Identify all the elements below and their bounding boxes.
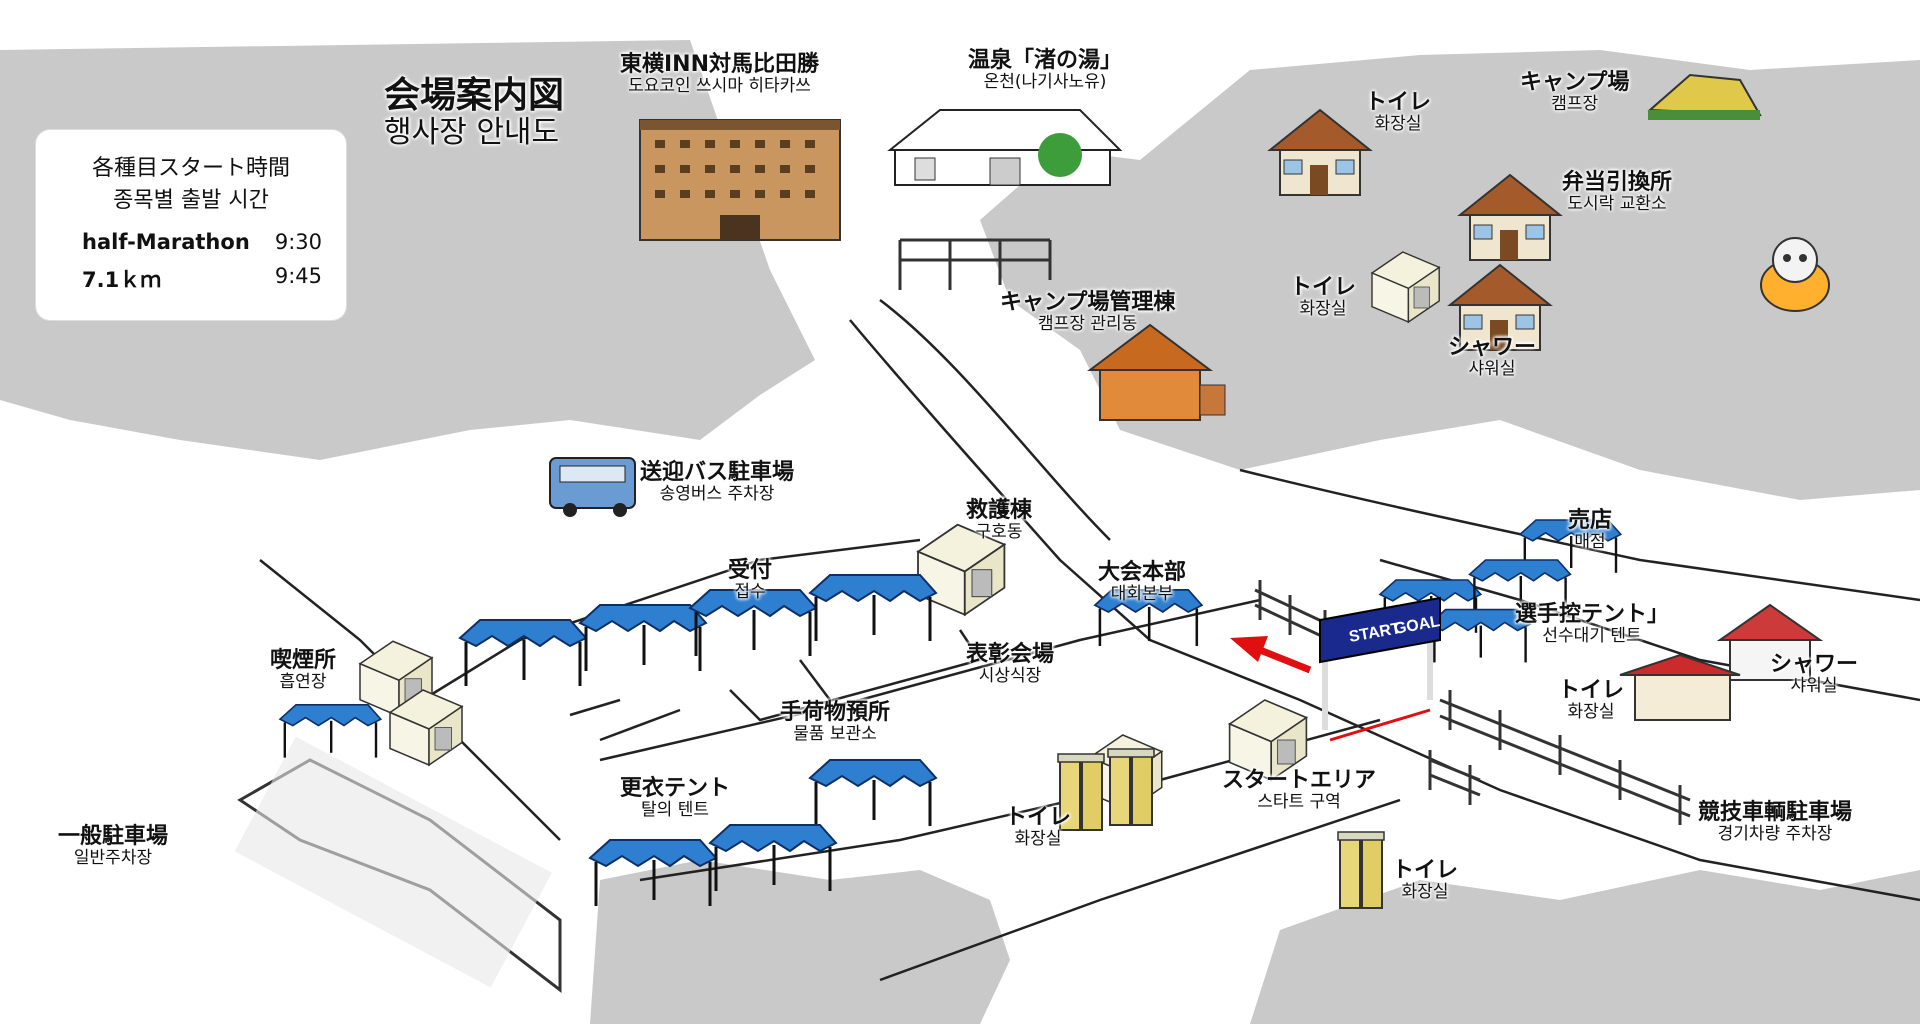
start-line: [1329, 708, 1431, 742]
label-toilet-right: トイレ 화장실: [1558, 678, 1625, 723]
map-title-jp: 会場案内図: [384, 75, 565, 116]
start-goal-gate: [1319, 596, 1441, 730]
label-hq: 大会本部 대회본부: [1098, 560, 1187, 605]
label-toilet-bottom: トイレ 화장실: [1392, 858, 1459, 903]
map-title: 会場案内図 행사장 안내도: [384, 75, 564, 151]
label-vehicle-parking: 競技車輌駐車場 경기차량 주차장: [1698, 800, 1853, 845]
event-name: 7.1ｋｍ: [82, 268, 162, 292]
tent-reception-2: [578, 603, 708, 673]
label-start-area: スタートエリア 스타트 구역: [1222, 768, 1377, 813]
onsen-building: [887, 109, 1123, 186]
start-time-heading-jp: 各種目スタート時間: [91, 156, 290, 181]
start-time-row: 7.1ｋｍ 9:45: [82, 264, 322, 294]
direction-arrow-icon: [1230, 636, 1312, 674]
label-smoking: 喫煙所 흡연장: [270, 648, 337, 693]
label-changing: 更衣テント 탈의 텐트: [620, 776, 731, 821]
start-time-row: half-Marathon 9:30: [82, 230, 322, 254]
toilet-booth-center-2: [1107, 748, 1155, 826]
shower-building-right: [1716, 603, 1824, 681]
label-bento: 弁当引換所 도시락 교환소: [1562, 170, 1673, 215]
event-time: 9:45: [274, 264, 322, 288]
tent-reception-1: [458, 618, 588, 688]
label-shop: 売店 매점: [1568, 508, 1613, 553]
label-camp-mgmt: キャンプ場管理棟 캠프장 관리동: [1000, 290, 1176, 335]
shuttle-bus: [549, 457, 636, 517]
tent-reception-4: [808, 573, 938, 643]
hotel-building: [639, 119, 841, 241]
label-shower-right: シャワー 샤워실: [1770, 652, 1859, 697]
label-toilet-center: トイレ 화장실: [1005, 805, 1072, 850]
camp-management-building: [1087, 323, 1226, 421]
tent-campsite: [1647, 73, 1762, 120]
toilet-booth-bottom: [1337, 831, 1385, 909]
label-toilet-top: トイレ 화장실: [1365, 90, 1432, 135]
label-reception: 受付 접수: [728, 558, 773, 603]
label-toilet-mid: トイレ 화장실: [1290, 275, 1357, 320]
land-lowerleft: [590, 860, 1010, 1024]
start-time-heading-kr: 종목별 출발 시간: [113, 188, 269, 213]
label-bus-parking: 送迎バス駐車場 송영버스 주차장: [640, 460, 795, 505]
mascot-cat: [1760, 237, 1830, 312]
map-title-kr: 행사장 안내도: [384, 115, 560, 151]
label-shower-top: シャワー 샤워실: [1448, 335, 1537, 380]
label-hotel: 東横INN対馬比田勝 도요코인 쓰시마 히타카쓰: [620, 52, 820, 97]
label-athlete-tent: 選手控テント」 선수대기 텐트: [1515, 602, 1670, 647]
event-time: 9:30: [274, 230, 322, 254]
label-onsen: 温泉「渚の湯」 온천(나기사노유): [968, 48, 1123, 93]
start-time-box: 各種目スタート時間 종목별 출발 시간 half-Marathon 9:30 7…: [36, 130, 346, 320]
tent-baggage: [808, 758, 938, 828]
label-award: 表彰会場 시상식장: [966, 642, 1055, 687]
land-lowerright: [1250, 870, 1920, 1024]
label-general-parking: 一般駐車場 일반주차장: [58, 824, 169, 869]
toilet-building-right: [1619, 653, 1741, 721]
label-campsite: キャンプ場 캠프장: [1520, 70, 1630, 115]
label-first-aid: 救護棟 구호동: [966, 498, 1033, 543]
label-baggage: 手荷物預所 물품 보관소: [780, 700, 891, 745]
event-name: half-Marathon: [82, 230, 250, 254]
general-parking-lot: [234, 736, 552, 988]
